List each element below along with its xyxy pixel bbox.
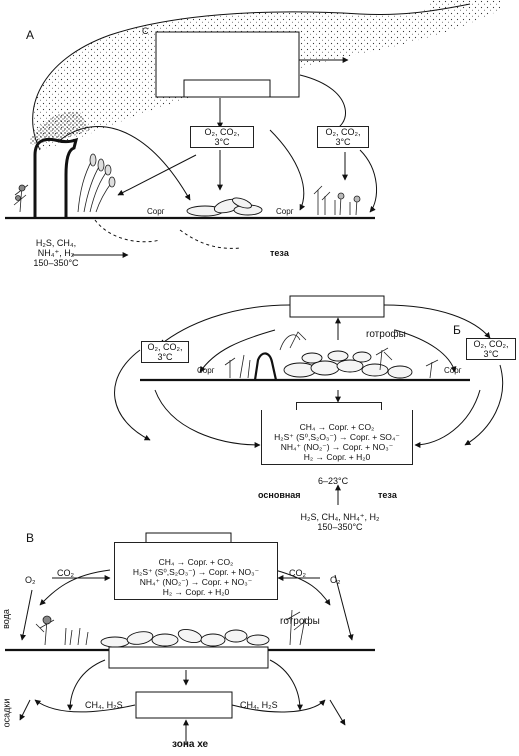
main-label-left: основная	[258, 490, 301, 500]
box-a-inner	[183, 79, 271, 98]
gas-label: O₂, CO₂,	[473, 339, 509, 349]
heterotrophs-label-c: rотрофы	[280, 616, 320, 627]
panel-b-letter: Б	[453, 323, 461, 337]
vent-gases-b: H₂S, CH₄, NH₄⁺, H₂ 150–350°C	[275, 512, 405, 532]
zone-label: зона хе	[172, 739, 209, 750]
reaction-line: CH₄ → Cорг. + CO₂	[299, 422, 375, 432]
vent-temp: 150–350°C	[33, 258, 79, 268]
water-label: вода	[0, 609, 11, 629]
panel-b	[114, 295, 504, 505]
temp-label: 3°C	[214, 137, 230, 147]
plume-outline	[32, 3, 471, 151]
temp-label: 3°C	[157, 352, 173, 362]
co2-label-right: CO₂	[289, 568, 306, 578]
o2-label-right: O₂	[330, 575, 341, 585]
box-c-low	[135, 691, 233, 719]
vent-gases-a: H₂S, CH₄, NH₄⁺, H₂ 150–350°C	[25, 238, 87, 268]
vent-worms	[13, 153, 116, 213]
co2-label-left: CO₂	[57, 568, 74, 578]
vent-gas-line: NH₄⁺, H₂	[37, 248, 75, 258]
gas-label: O₂, CO₂,	[325, 127, 361, 137]
main-label-right: тезa	[378, 490, 397, 500]
reaction-line: CH₄ → Cорг. + CO₂	[158, 557, 234, 567]
panel-a-c-label: C	[142, 26, 149, 36]
reaction-line: H₂ → Cорг. + H₂0	[162, 587, 230, 597]
reaction-line: H₂ → Cорг. + H₂0	[303, 452, 371, 462]
sediment-label: осадки	[1, 698, 12, 728]
reaction-box-b: CH₄ → Cорг. + CO₂ H₂S⁺ (S⁰,S₂O₃⁻) → Cорг…	[261, 410, 413, 465]
corg-label: Cорг	[444, 366, 462, 375]
panel-a-letter: А	[26, 28, 35, 42]
reaction-temp-b: 6–23°C	[318, 476, 349, 486]
panel-a-gas-box-2: O₂, CO₂, 3°C	[317, 126, 369, 148]
plume-dense	[30, 111, 90, 145]
corg-label: Cорг	[276, 207, 294, 216]
clams-c	[100, 628, 270, 648]
fauna-c	[35, 609, 306, 646]
gas-label: O₂, CO₂,	[147, 342, 183, 352]
panel-a-gas-box-1: O₂, CO₂, 3°C	[190, 126, 254, 148]
gas-label: O₂, CO₂,	[204, 127, 240, 137]
tubeworms-a	[313, 185, 361, 216]
reaction-line: NH₄⁺ (NO₂⁻) → Cорг. + NO₃⁻	[280, 442, 394, 452]
fauna-b	[224, 331, 439, 379]
ch4-label-left: CH₄, H₂S	[85, 700, 123, 710]
clams-b	[283, 350, 413, 379]
panel-b-gas-box-right: O₂, CO₂, 3°C	[466, 338, 516, 360]
clams-a	[186, 197, 263, 217]
reaction-box-c: CH₄ → Cорг. + CO₂ H₂S⁺ (S⁰,S₂O₃⁻) → Cорг…	[114, 542, 278, 600]
reaction-line: H₂S⁺ (S⁰,S₂O₃⁻) → Cорг. + SO₄⁻	[274, 432, 400, 442]
vent-gas-line: H₂S, CH₄, NH₄⁺, H₂	[300, 512, 380, 522]
mound-b	[253, 352, 278, 381]
reaction-line: NH₄⁺ (NO₂⁻) → Cорг. + NO₃⁻	[139, 577, 253, 587]
temp-label: 3°C	[335, 137, 351, 147]
panel-b-gas-box-left: O₂, CO₂, 3°C	[141, 341, 189, 363]
o2-label-left: O₂	[25, 575, 36, 585]
temp-label: 3°C	[483, 349, 499, 359]
chimney	[33, 137, 79, 218]
box-c-mid	[108, 646, 269, 669]
vent-gas-line: H₂S, CH₄,	[35, 238, 77, 248]
synthesis-label-a: тезa	[270, 248, 289, 258]
heterotrophs-label-b: rотрофы	[366, 329, 406, 340]
corg-label: Cорг	[197, 366, 215, 375]
panel-c-letter: В	[26, 531, 35, 545]
panel-a	[5, 0, 500, 258]
corg-label: Cорг	[147, 207, 165, 216]
vent-temp: 150–350°C	[317, 522, 363, 532]
ch4-label-right: CH₄, H₂S	[240, 700, 278, 710]
box-b-top	[289, 295, 385, 318]
reaction-line: H₂S⁺ (S⁰,S₂O₃⁻) → Cорг. + NO₃⁻	[132, 567, 260, 577]
